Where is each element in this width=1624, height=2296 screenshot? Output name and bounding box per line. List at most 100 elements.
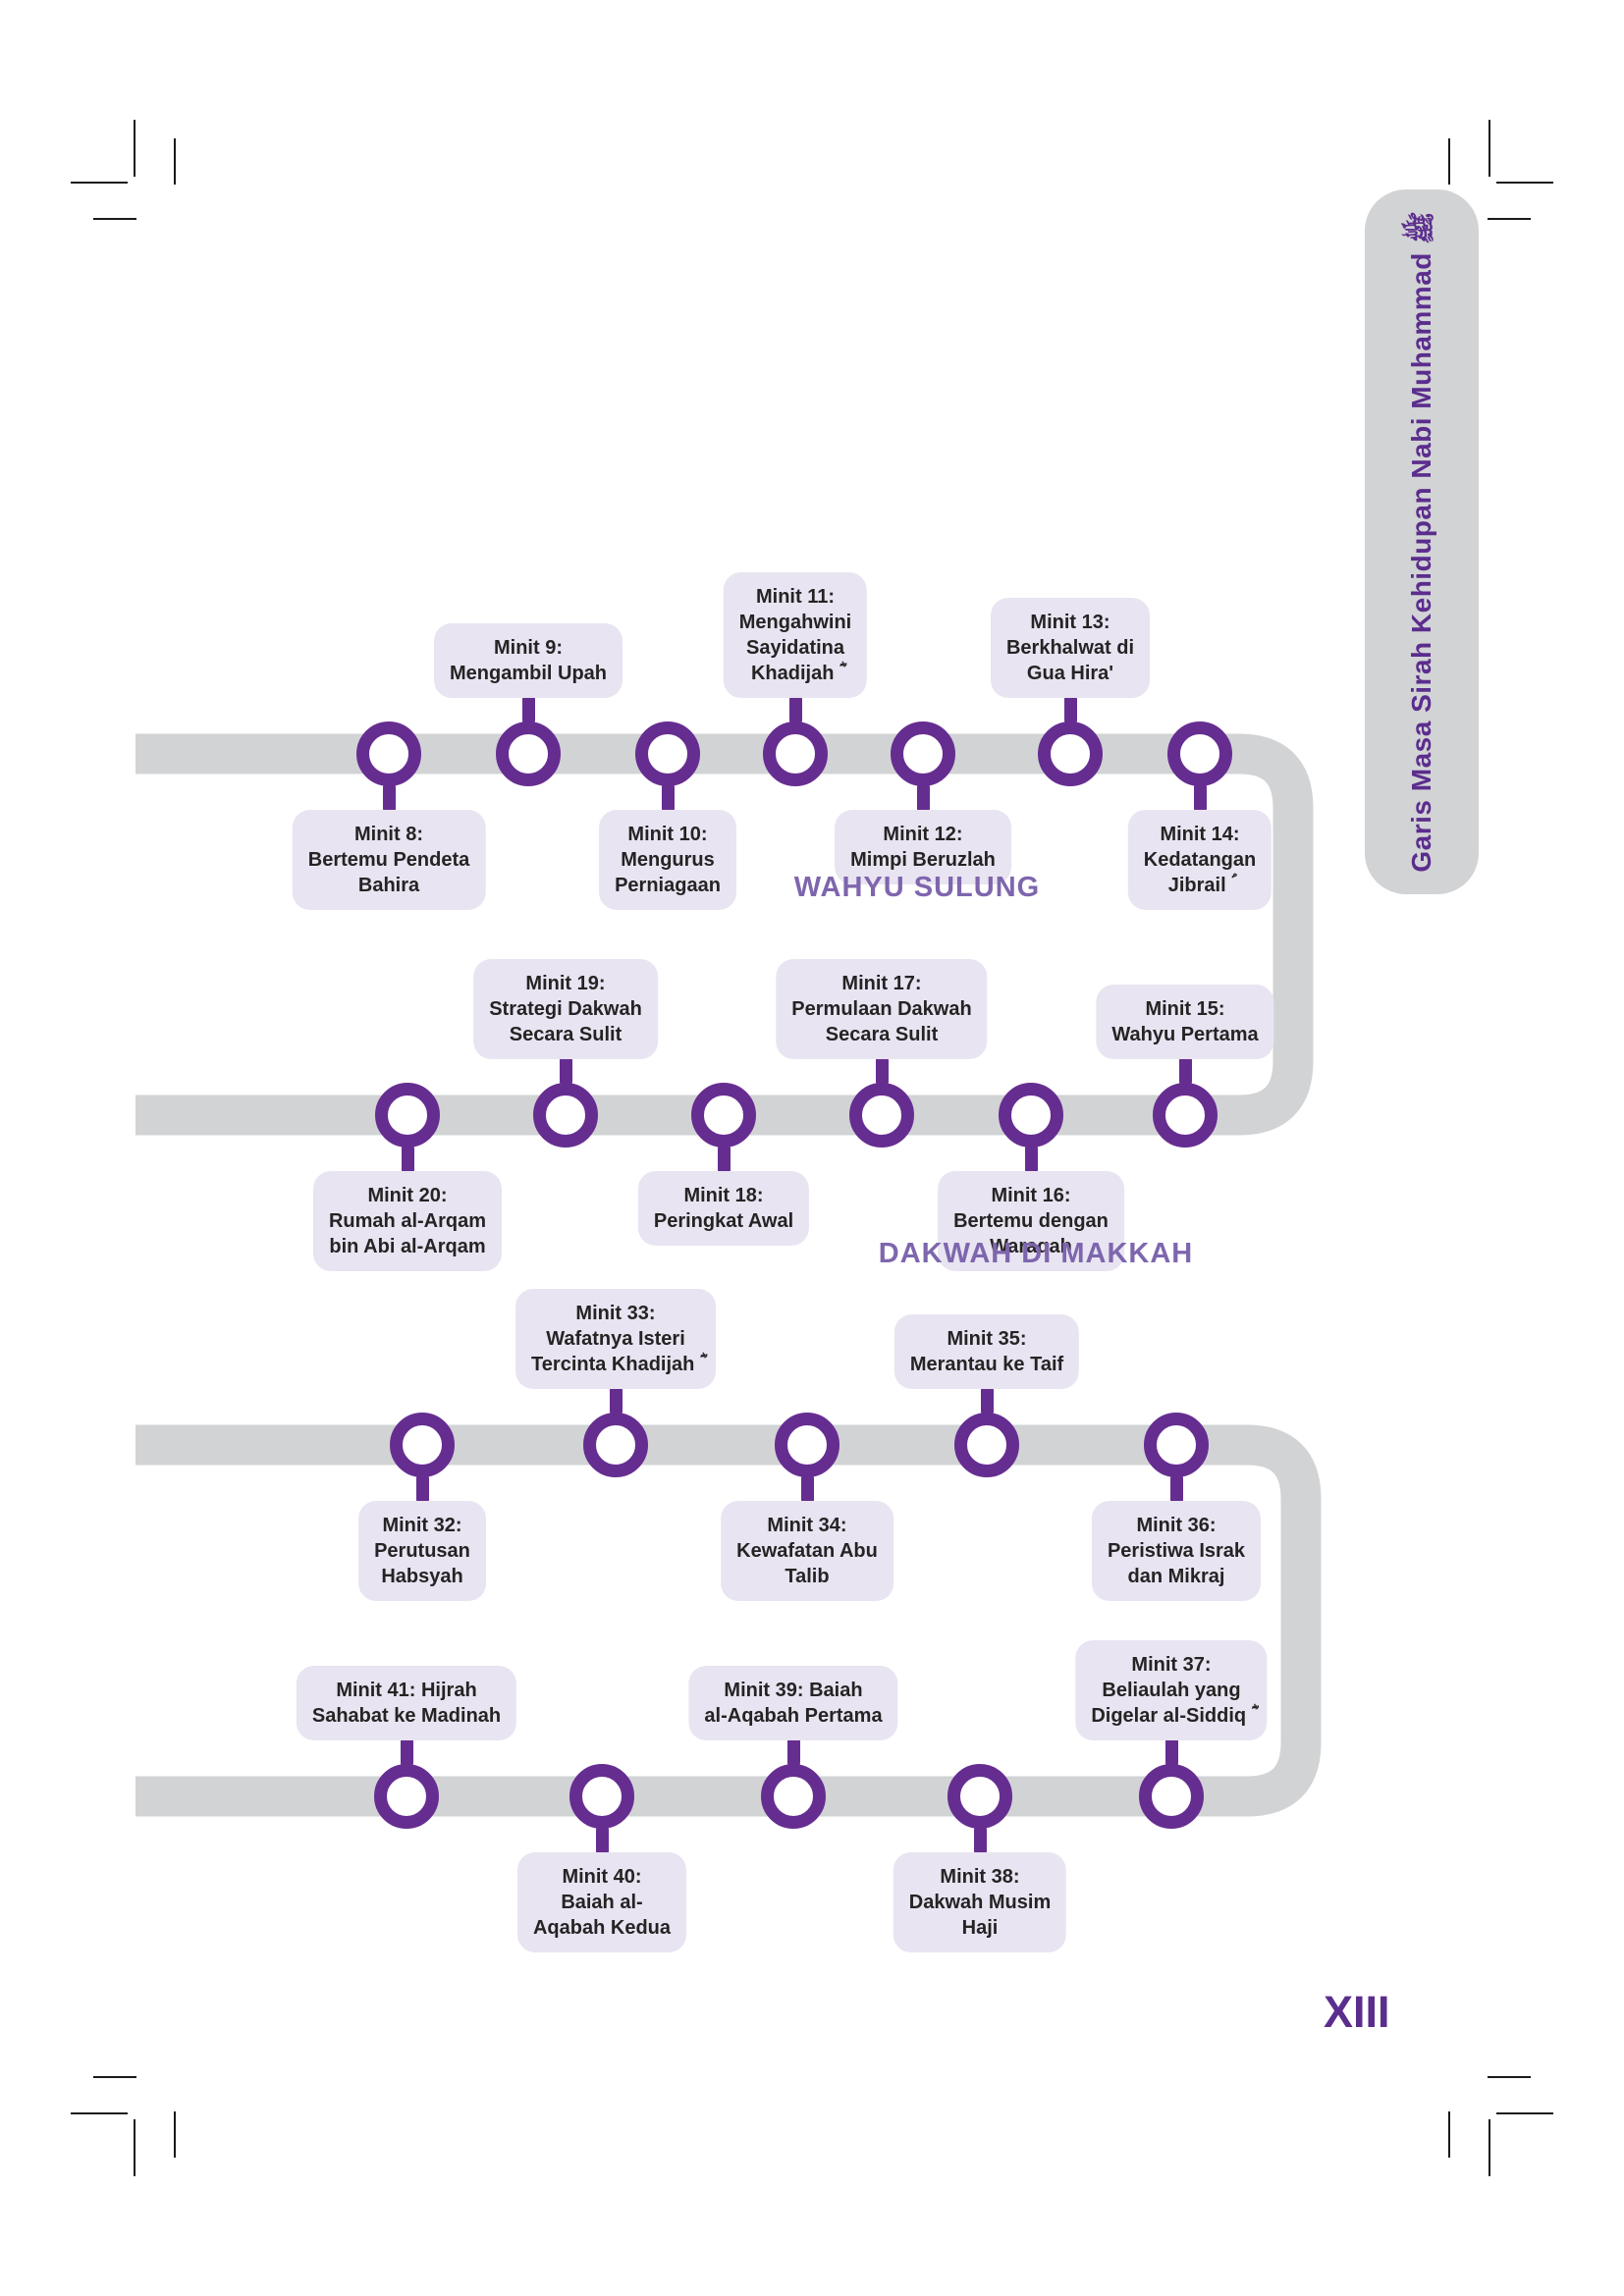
- timeline-label-line: Minit 18:: [683, 1185, 764, 1206]
- timeline-node-minit-18: [691, 1083, 756, 1148]
- section-header-dakwah-di-makkah: DAKWAH DI MAKKAH: [878, 1238, 1194, 1269]
- side-tab-title: Garis Masa Sirah Kehidupan Nabi Muhammad…: [1406, 211, 1436, 873]
- timeline-label-line: Minit 35:: [947, 1328, 1027, 1350]
- timeline-label-line: Kewafatan Abu: [736, 1540, 878, 1562]
- timeline-label-line: Perniagaan: [615, 875, 721, 896]
- crop-mark: [1448, 2111, 1450, 2158]
- timeline-stem-minit-12: [916, 783, 930, 813]
- timeline-node-minit-20: [375, 1083, 440, 1148]
- timeline-label-line: dan Mikraj: [1127, 1566, 1225, 1587]
- timeline-label-line: Talib: [785, 1566, 830, 1587]
- crop-mark: [71, 182, 128, 184]
- timeline-label-line: bin Abi al-Arqam: [329, 1236, 486, 1257]
- timeline-node-minit-34: [775, 1413, 839, 1477]
- timeline-node-minit-10: [635, 721, 700, 786]
- timeline-label-minit-18: Minit 18:Peringkat Awal: [637, 1171, 810, 1246]
- timeline-label-line: Digelar al-Siddiq ؓ: [1091, 1705, 1252, 1727]
- timeline-label-line: Baiah al-: [561, 1892, 643, 1913]
- crop-mark: [71, 2112, 128, 2114]
- crop-mark: [1489, 120, 1490, 177]
- timeline-stem-minit-37: [1164, 1737, 1178, 1767]
- timeline-label-line: Beliaulah yang: [1102, 1680, 1241, 1701]
- timeline-label-line: Wafatnya Isteri: [546, 1328, 685, 1350]
- timeline-label-line: Minit 32:: [382, 1515, 462, 1536]
- crop-mark: [134, 120, 135, 177]
- timeline-node-minit-32: [390, 1413, 455, 1477]
- timeline-label-line: Khadijah ؓ: [750, 663, 840, 684]
- timeline-label-minit-12: Minit 12:Mimpi Beruzlah: [835, 810, 1011, 884]
- timeline-label-line: Waraqah: [990, 1236, 1072, 1257]
- timeline-label-line: Secara Sulit: [825, 1024, 939, 1045]
- timeline-stem-minit-20: [401, 1145, 414, 1174]
- timeline-label-line: Minit 8:: [354, 824, 423, 845]
- timeline-label-minit-15: Minit 15:Wahyu Pertama: [1096, 985, 1274, 1059]
- crop-mark: [134, 2119, 135, 2176]
- timeline-node-minit-33: [583, 1413, 648, 1477]
- timeline-node-minit-9: [496, 721, 561, 786]
- timeline-stem-minit-36: [1169, 1474, 1183, 1504]
- timeline-stem-minit-15: [1178, 1056, 1192, 1086]
- crop-mark: [174, 2111, 176, 2158]
- timeline-stem-minit-39: [786, 1737, 800, 1767]
- timeline-label-line: Minit 16:: [991, 1185, 1071, 1206]
- section-header-wahyu-sulung: WAHYU SULUNG: [793, 872, 1041, 903]
- timeline-label-line: Secara Sulit: [509, 1024, 623, 1045]
- timeline-stem-minit-35: [980, 1386, 994, 1415]
- timeline-node-minit-37: [1139, 1764, 1204, 1829]
- timeline-stem-minit-9: [521, 695, 535, 724]
- timeline-node-minit-11: [763, 721, 828, 786]
- timeline-label-line: Minit 36:: [1136, 1515, 1217, 1536]
- timeline-node-minit-16: [999, 1083, 1063, 1148]
- timeline-label-line: Minit 11:: [755, 586, 836, 608]
- timeline-stem-minit-19: [559, 1056, 572, 1086]
- timeline-label-line: Permulaan Dakwah: [791, 998, 972, 1020]
- timeline-label-line: Kedatangan: [1143, 849, 1257, 871]
- crop-mark: [1489, 2119, 1490, 2176]
- timeline-stem-minit-38: [973, 1826, 987, 1855]
- timeline-label-line: Minit 39: Baiah: [724, 1680, 863, 1701]
- timeline-label-line: Minit 33:: [575, 1303, 656, 1324]
- timeline-stem-minit-14: [1193, 783, 1207, 813]
- timeline-label-line: Minit 34:: [767, 1515, 847, 1536]
- timeline-node-minit-40: [569, 1764, 634, 1829]
- timeline-node-minit-13: [1038, 721, 1103, 786]
- timeline-label-line: Perutusan: [374, 1540, 470, 1562]
- timeline-label-line: Dakwah Musim: [908, 1892, 1052, 1913]
- timeline-stem-minit-40: [595, 1826, 609, 1855]
- timeline-label-line: Gua Hira': [1026, 663, 1114, 684]
- timeline-label-minit-9: Minit 9:Mengambil Upah: [433, 623, 623, 698]
- timeline-node-minit-17: [849, 1083, 914, 1148]
- timeline-label-line: Aqabah Kedua: [532, 1917, 672, 1939]
- timeline-label-line: Minit 41: Hijrah: [336, 1680, 477, 1701]
- timeline-node-minit-38: [947, 1764, 1012, 1829]
- timeline-label-line: Minit 15:: [1145, 998, 1225, 1020]
- timeline-stem-minit-16: [1024, 1145, 1038, 1174]
- timeline-label-line: Minit 19:: [525, 973, 606, 994]
- timeline-node-minit-14: [1167, 721, 1232, 786]
- crop-mark: [93, 2076, 136, 2078]
- timeline-node-minit-39: [761, 1764, 826, 1829]
- timeline-label-line: Sahabat ke Madinah: [311, 1705, 502, 1727]
- timeline-label-line: Rumah al-Arqam: [328, 1210, 487, 1232]
- timeline-stem-minit-41: [400, 1737, 413, 1767]
- timeline-label-line: Tercinta Khadijah ؓ: [531, 1354, 700, 1375]
- timeline-stem-minit-18: [717, 1145, 731, 1174]
- timeline-stem-minit-33: [609, 1386, 623, 1415]
- timeline-node-minit-15: [1153, 1083, 1218, 1148]
- timeline-label-line: Minit 10:: [627, 824, 708, 845]
- timeline-label-line: Minit 38:: [940, 1866, 1020, 1888]
